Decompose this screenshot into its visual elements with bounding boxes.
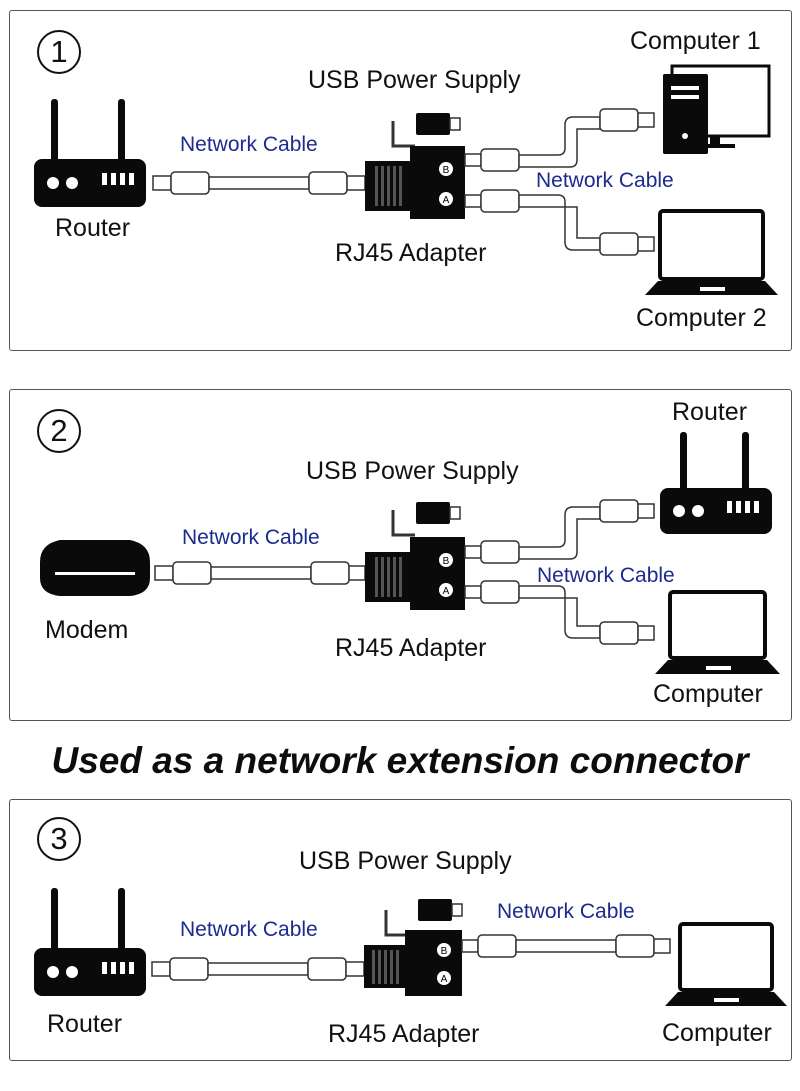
modem-icon — [40, 540, 150, 596]
laptop-icon — [645, 209, 778, 295]
network-cable-right — [464, 108, 655, 256]
network-cable-right-label: Network Cable — [536, 169, 674, 192]
panel-1: B A — [9, 10, 792, 351]
router-label: Router — [55, 214, 131, 242]
network-cable-left — [152, 171, 366, 195]
router-icon — [34, 888, 146, 996]
rj45-adapter-label: RJ45 Adapter — [328, 1020, 480, 1048]
network-cable-left-label: Network Cable — [180, 133, 318, 156]
step-number: 1 — [37, 30, 81, 74]
router-icon — [660, 432, 772, 534]
computer-2-label: Computer 2 — [636, 304, 767, 332]
rj45-adapter-icon: B A — [365, 502, 465, 610]
rj45-adapter-icon: B A — [364, 899, 463, 996]
network-cable-right-label: Network Cable — [497, 900, 635, 923]
panel-2-diagram: B A — [40, 432, 780, 674]
svg-text:B: B — [443, 165, 450, 176]
rj45-adapter-label: RJ45 Adapter — [335, 634, 487, 662]
network-cable-left — [154, 561, 366, 585]
usb-power-supply-label: USB Power Supply — [299, 847, 512, 875]
panel-3-diagram: B A — [34, 888, 787, 1006]
svg-text:A: A — [441, 974, 448, 985]
modem-label: Modem — [45, 616, 129, 644]
svg-text:B: B — [443, 556, 450, 567]
usb-power-supply-label: USB Power Supply — [308, 66, 521, 94]
laptop-icon — [665, 922, 787, 1006]
svg-text:A: A — [443, 586, 450, 597]
router-label: Router — [47, 1010, 123, 1038]
svg-text:A: A — [443, 195, 450, 206]
network-cable-left — [151, 957, 365, 981]
network-cable-right — [461, 934, 671, 958]
step-number: 2 — [37, 409, 81, 453]
computer-1-label: Computer 1 — [630, 27, 761, 55]
network-cable-right-label: Network Cable — [537, 564, 675, 587]
computer-label: Computer — [653, 680, 763, 708]
rj45-adapter-icon: B A — [365, 113, 465, 219]
computer-label: Computer — [662, 1019, 772, 1047]
svg-text:B: B — [441, 946, 448, 957]
network-cable-left-label: Network Cable — [180, 918, 318, 941]
panel-2: B A 2 USB Power Sup — [9, 389, 792, 721]
usb-power-supply-label: USB Power Supply — [306, 457, 519, 485]
section-heading: Used as a network extension connector — [51, 740, 749, 781]
panel-1-diagram: B A — [34, 64, 778, 295]
network-cable-right — [464, 499, 655, 645]
router-label: Router — [672, 398, 748, 426]
router-icon — [34, 99, 146, 207]
panel-3: B A 3 USB Power Supply Network Cable Net… — [9, 799, 792, 1061]
laptop-icon — [655, 590, 780, 674]
rj45-adapter-label: RJ45 Adapter — [335, 239, 487, 267]
step-number: 3 — [37, 817, 81, 861]
desktop-computer-icon — [663, 64, 771, 154]
network-cable-left-label: Network Cable — [182, 526, 320, 549]
